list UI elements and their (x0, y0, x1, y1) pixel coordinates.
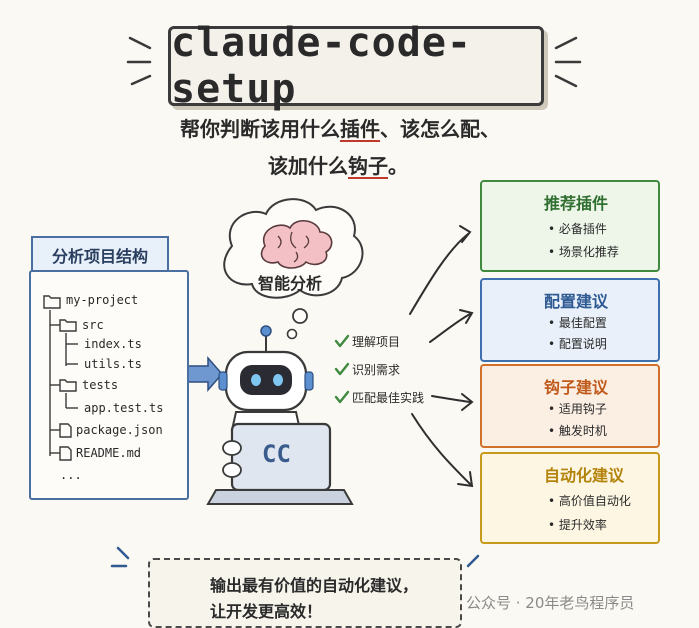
tree-item: package.json (76, 423, 163, 437)
check-item: 理解项目 (352, 335, 401, 349)
check-marks (334, 334, 350, 404)
card-item: • 适用钩子 (548, 402, 607, 416)
folder-icon (59, 319, 77, 332)
card-item: • 高价值自动化 (548, 494, 631, 508)
tree-item: index.ts (84, 337, 142, 351)
structure-header: 分析项目结构 (31, 236, 169, 272)
check-item: 识别需求 (352, 363, 401, 377)
card-title: 推荐插件 (544, 194, 609, 213)
file-icon (59, 423, 72, 438)
card-item: • 必备插件 (548, 222, 607, 236)
tree-item: app.test.ts (84, 401, 164, 415)
card-config (480, 278, 660, 362)
structure-to-robot-arrow (187, 356, 223, 392)
card-item: • 最佳配置 (548, 316, 607, 330)
card-item: • 提升效率 (548, 518, 607, 532)
folder-icon (43, 295, 61, 309)
card-title: 钩子建议 (544, 378, 609, 397)
folder-icon (59, 379, 77, 392)
subtitle-text: 该加什么 (268, 154, 348, 178)
tree-item: tests (82, 378, 119, 392)
laptop-illustration (206, 422, 354, 505)
tree-item: README.md (76, 446, 142, 460)
card-title: 配置建议 (544, 292, 609, 311)
subtitle-highlight: 插件 (340, 117, 380, 141)
check-item: 匹配最佳实践 (352, 391, 425, 405)
subtitle-text: 帮你判断该用什么 (180, 117, 340, 141)
summary-line-1: 输出最有价值的自动化建议， (210, 576, 419, 595)
card-plugins (480, 180, 660, 272)
card-title: 自动化建议 (544, 466, 625, 485)
title-sparks (126, 36, 582, 88)
card-arrows (409, 225, 474, 488)
title-box: claude-code-setup (168, 20, 544, 112)
watermark: 公众号 · 20年老鸟程序员 (466, 594, 635, 612)
file-icon (59, 446, 72, 461)
tree-item: utils.ts (84, 357, 142, 371)
card-item: • 场景化推荐 (548, 245, 619, 259)
summary-box (148, 558, 462, 628)
card-item: • 触发时机 (548, 424, 607, 438)
subtitle-text: 。 (388, 154, 408, 178)
tree-item: ... (60, 468, 82, 482)
subtitle-highlight: 钩子 (348, 154, 388, 178)
page-title: claude-code-setup (171, 20, 472, 112)
card-item: • 配置说明 (548, 337, 607, 351)
summary-line-2: 让开发更高效！ (210, 602, 323, 621)
subtitle-text: 、该怎么配、 (380, 117, 500, 141)
card-automation (480, 452, 660, 544)
brain-icon (260, 220, 333, 269)
subtitle-line-2: 该加什么钩子。 (268, 150, 408, 179)
tree-item: my-project (66, 293, 139, 307)
card-hooks (480, 364, 660, 448)
subtitle-line-1: 帮你判断该用什么插件、该怎么配、 (180, 113, 500, 142)
tree-item: src (82, 318, 104, 332)
brain-label: 智能分析 (258, 274, 323, 293)
structure-header-label: 分析项目结构 (51, 247, 148, 266)
laptop-label: CC (262, 440, 291, 468)
bottom-sparks (110, 546, 480, 568)
